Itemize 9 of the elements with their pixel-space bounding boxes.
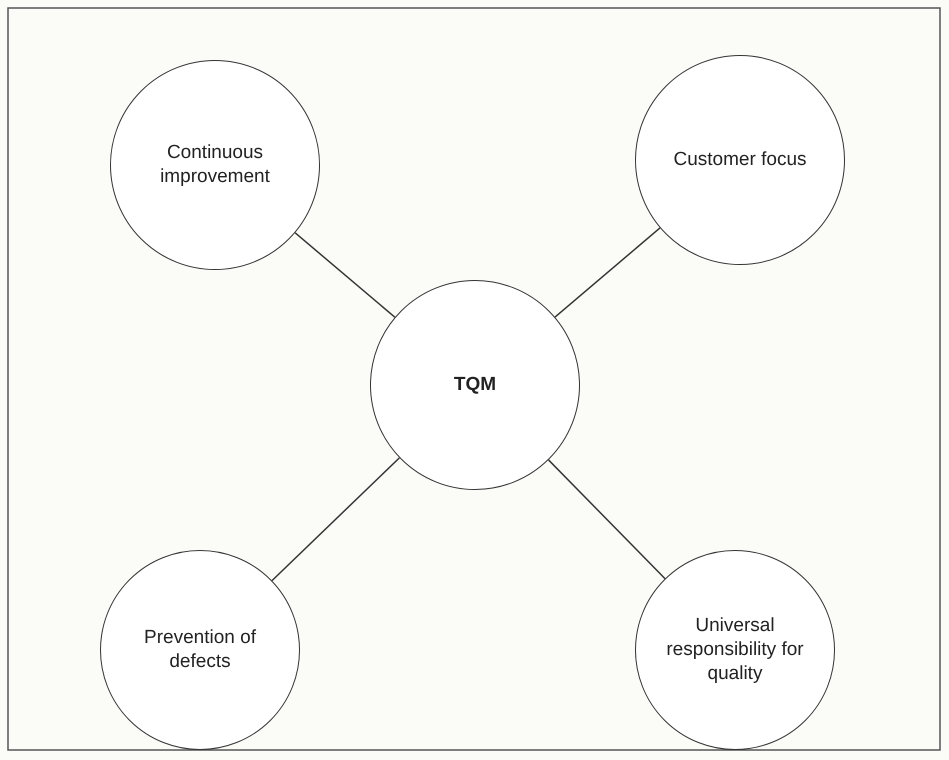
topic-label: Continuous improvement xyxy=(159,141,271,189)
connector-line xyxy=(271,457,400,582)
topic-label: Universal responsibility for quality xyxy=(665,614,805,686)
connector-line xyxy=(548,459,666,580)
topic-label: Prevention of defects xyxy=(143,626,257,674)
topic-label: Customer focus xyxy=(673,148,807,172)
center-label: TQM xyxy=(454,373,496,397)
connector-line xyxy=(294,232,396,318)
connector-line xyxy=(554,227,660,318)
